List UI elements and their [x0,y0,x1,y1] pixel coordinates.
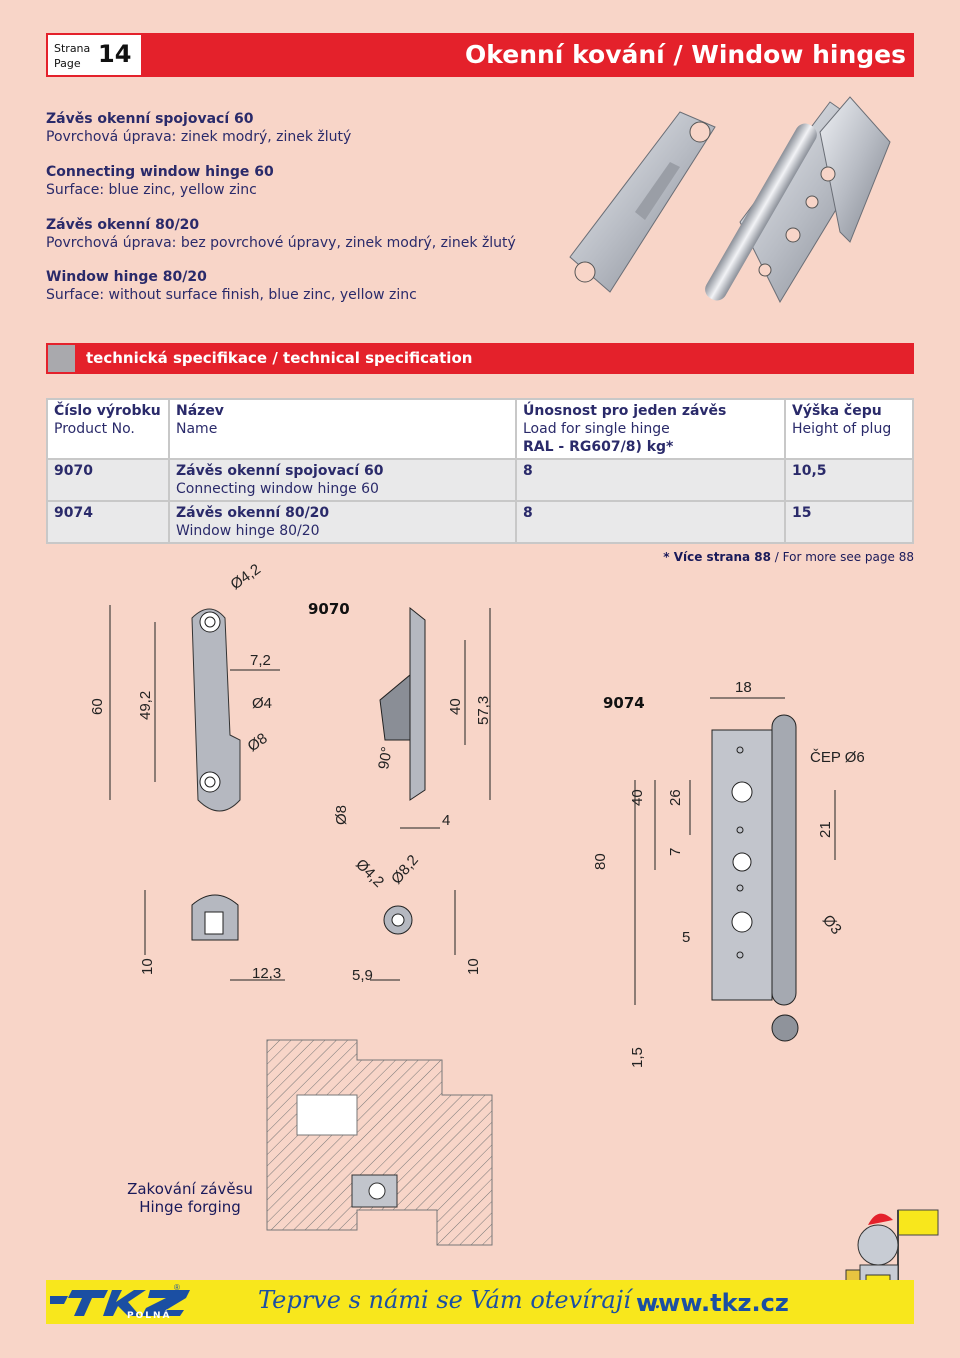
header-en: Name [176,421,218,437]
name-cz: Závěs okenní spojovací 60 [176,463,384,479]
desc-line: Surface: without surface finish, blue zi… [46,287,417,303]
dim-label: 5,9 [352,967,373,984]
desc-title: Závěs okenní spojovací 60 [46,111,254,127]
page-title: Okenní kování / Window hinges [465,40,906,69]
page-number-box [48,35,141,75]
dim-label: 5 [682,929,690,946]
footnote-rest: / For more see page 88 [770,550,914,564]
footnote-bold: * Více strana 88 [663,550,771,564]
dim-label: 26 [667,789,684,806]
footnote: * Více strana 88 / For more see page 88 [663,550,914,564]
forging-drawing [262,1035,494,1250]
logo-subtext: POLNÁ [127,1311,172,1321]
header-extra: RAL - RG607/8) kg* [523,439,674,455]
cell-product-no: 9074 [46,500,170,544]
desc-line: Povrchová úprava: bez povrchové úpravy, … [46,235,516,251]
dim-label: 10 [139,958,156,975]
footer-url[interactable]: www.tkz.cz [636,1289,789,1317]
dim-label: Ø8 [245,730,271,755]
dim-label: 60 [89,698,106,715]
footer-slogan: Teprve s námi se Vám otevírají ... [258,1286,662,1314]
desc-block-3: Závěs okenní 80/20 Povrchová úprava: bez… [46,216,516,252]
page-label-en: Page [54,57,81,70]
drawing-label-9074: 9074 [603,694,645,712]
header-en: Height of plug [792,421,892,437]
cell-height: 10,5 [784,458,914,502]
dim-label: 90° [375,745,396,770]
dim-label: 40 [447,698,464,715]
dim-label: 12,3 [252,965,281,982]
desc-block-1: Závěs okenní spojovací 60 Povrchová úpra… [46,110,351,146]
header-cz: Únosnost pro jeden závěs [523,403,727,419]
dim-label: Ø4 [252,695,272,712]
drawing-9074: 18 ČEP Ø6 40 26 7 21 80 5 Ø3 1,5 [592,679,865,1068]
name-en: Connecting window hinge 60 [176,481,379,497]
spec-bar-square [48,345,75,372]
spec-bar [46,343,914,374]
drawing-9070: Ø4,2 60 49,2 7,2 Ø4 Ø8 40 57,3 90° Ø8 4 … [89,561,492,984]
cell-load: 8 [515,500,786,544]
dim-label: 7 [667,848,684,856]
dim-label: Ø4,2 [228,561,264,594]
cell-height: 15 [784,500,914,544]
drawing-label-9070: 9070 [308,600,350,618]
desc-title: Window hinge 80/20 [46,269,207,285]
header-en: Load for single hinge [523,421,670,437]
page-label-cz: Strana [54,42,91,55]
dim-label: 80 [592,853,609,870]
header-cz: Název [176,403,224,419]
footer-bar [46,1280,914,1324]
header-en: Product No. [54,421,135,437]
cell-name: Závěs okenní spojovací 60 Connecting wind… [168,458,517,502]
table-row: 9070 Závěs okenní spojovací 60 Connecting… [46,458,914,502]
dim-label: Ø8,2 [388,852,422,888]
cell-load: 8 [515,458,786,502]
header-cz: Výška čepu [792,403,882,419]
dim-label: Ø4,2 [352,856,387,891]
dim-label: 18 [735,679,752,696]
desc-block-4: Window hinge 80/20 Surface: without surf… [46,268,417,304]
page-header [46,33,914,77]
hinge-photo [569,96,891,304]
dim-label: 10 [465,958,482,975]
forging-line2: Hinge forging [139,1198,241,1216]
dim-label: 7,2 [250,652,271,669]
header-cz: Číslo výrobku [54,403,161,419]
dim-label: ČEP Ø6 [810,749,865,766]
svg-text:®: ® [174,1284,180,1292]
dim-label: 49,2 [137,691,154,720]
name-en: Window hinge 80/20 [176,523,320,539]
tkz-logo: ® [50,1284,190,1316]
forging-line1: Zakování závěsu [127,1180,253,1198]
spec-bar-label: technická specifikace / technical specif… [86,349,473,367]
dim-label: Ø8 [333,805,350,825]
forging-caption: Zakování závěsu Hinge forging [120,1180,260,1216]
dim-label: 21 [817,821,834,838]
desc-block-2: Connecting window hinge 60 Surface: blue… [46,163,274,199]
cell-product-no: 9070 [46,458,170,502]
dim-label: 40 [629,789,646,806]
desc-line: Surface: blue zinc, yellow zinc [46,182,257,198]
dim-label: 4 [442,812,450,829]
page-label: Strana Page [54,41,90,71]
dim-label: 1,5 [629,1047,646,1068]
name-cz: Závěs okenní 80/20 [176,505,330,521]
dim-label: Ø3 [819,912,845,938]
desc-line: Povrchová úprava: zinek modrý, zinek žlu… [46,129,352,145]
desc-title: Závěs okenní 80/20 [46,217,200,233]
dim-label: 57,3 [475,696,492,725]
page-number: 14 [98,40,132,68]
desc-title: Connecting window hinge 60 [46,164,274,180]
